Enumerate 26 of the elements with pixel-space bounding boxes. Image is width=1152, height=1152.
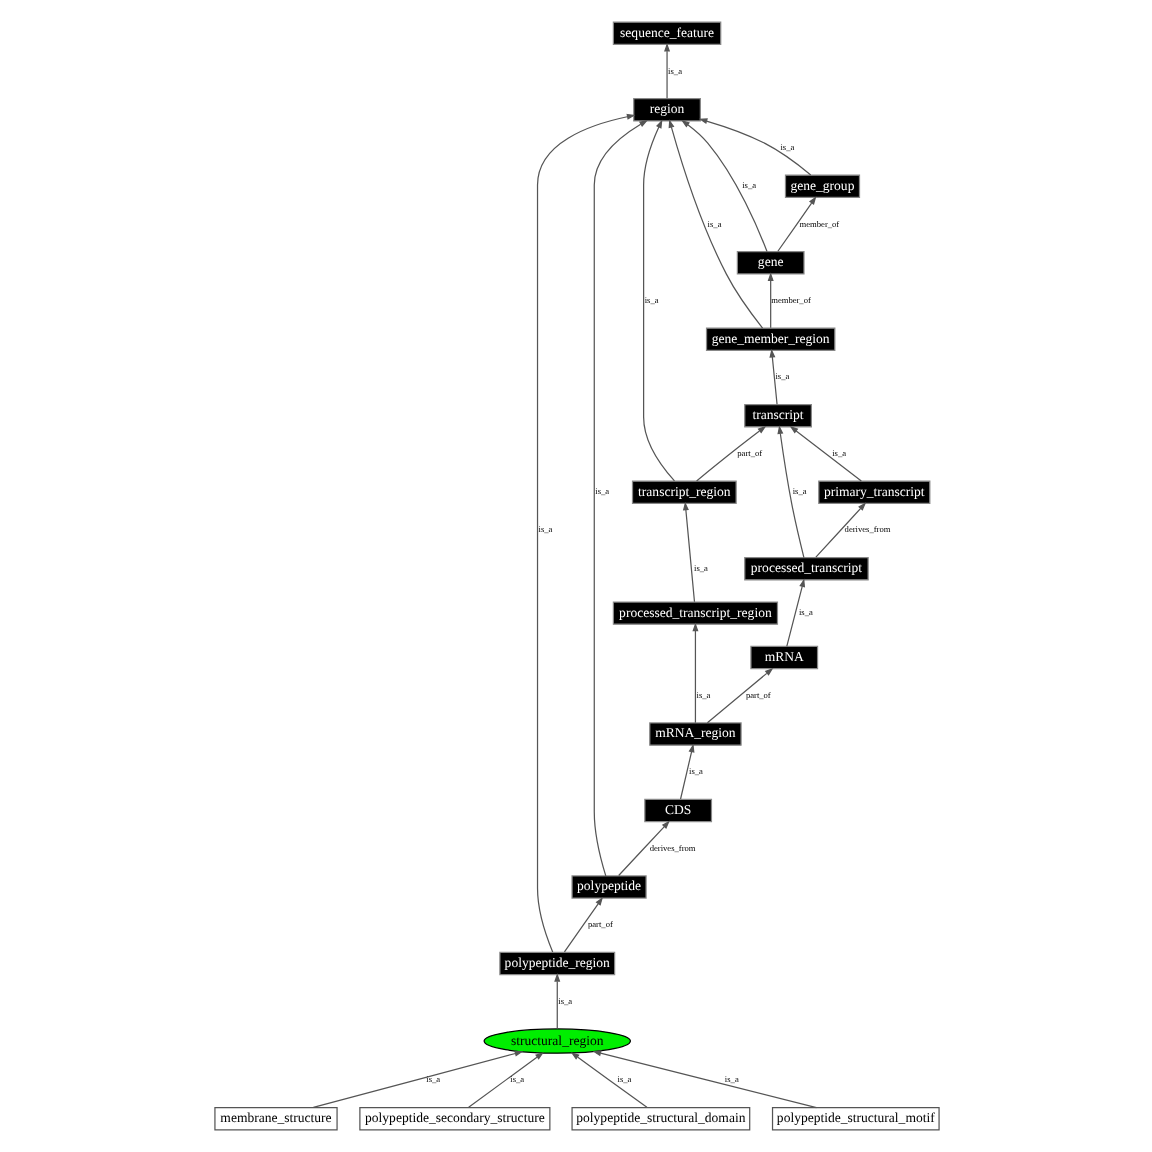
arrow xyxy=(766,272,773,329)
arrow xyxy=(785,578,805,647)
arrow xyxy=(663,42,670,99)
arrow xyxy=(553,973,560,1030)
arrow xyxy=(788,425,861,482)
arrow xyxy=(678,743,694,800)
arrow xyxy=(691,622,698,724)
arrow xyxy=(705,667,773,724)
arrow xyxy=(467,1052,543,1108)
arrow xyxy=(667,119,763,329)
arrow xyxy=(814,502,866,558)
arrow xyxy=(697,118,811,176)
arrow xyxy=(776,196,816,252)
arrow xyxy=(776,425,804,559)
arrow xyxy=(642,119,675,482)
arrow xyxy=(591,1050,817,1109)
arrow xyxy=(768,348,777,405)
arrow xyxy=(569,1052,647,1108)
arrow xyxy=(680,119,767,253)
arrow xyxy=(592,120,647,877)
arrow xyxy=(695,425,766,482)
arrow xyxy=(311,1050,523,1109)
arrow xyxy=(617,820,669,877)
arrow xyxy=(535,113,635,953)
arrow xyxy=(681,501,695,603)
arrow xyxy=(562,896,602,953)
